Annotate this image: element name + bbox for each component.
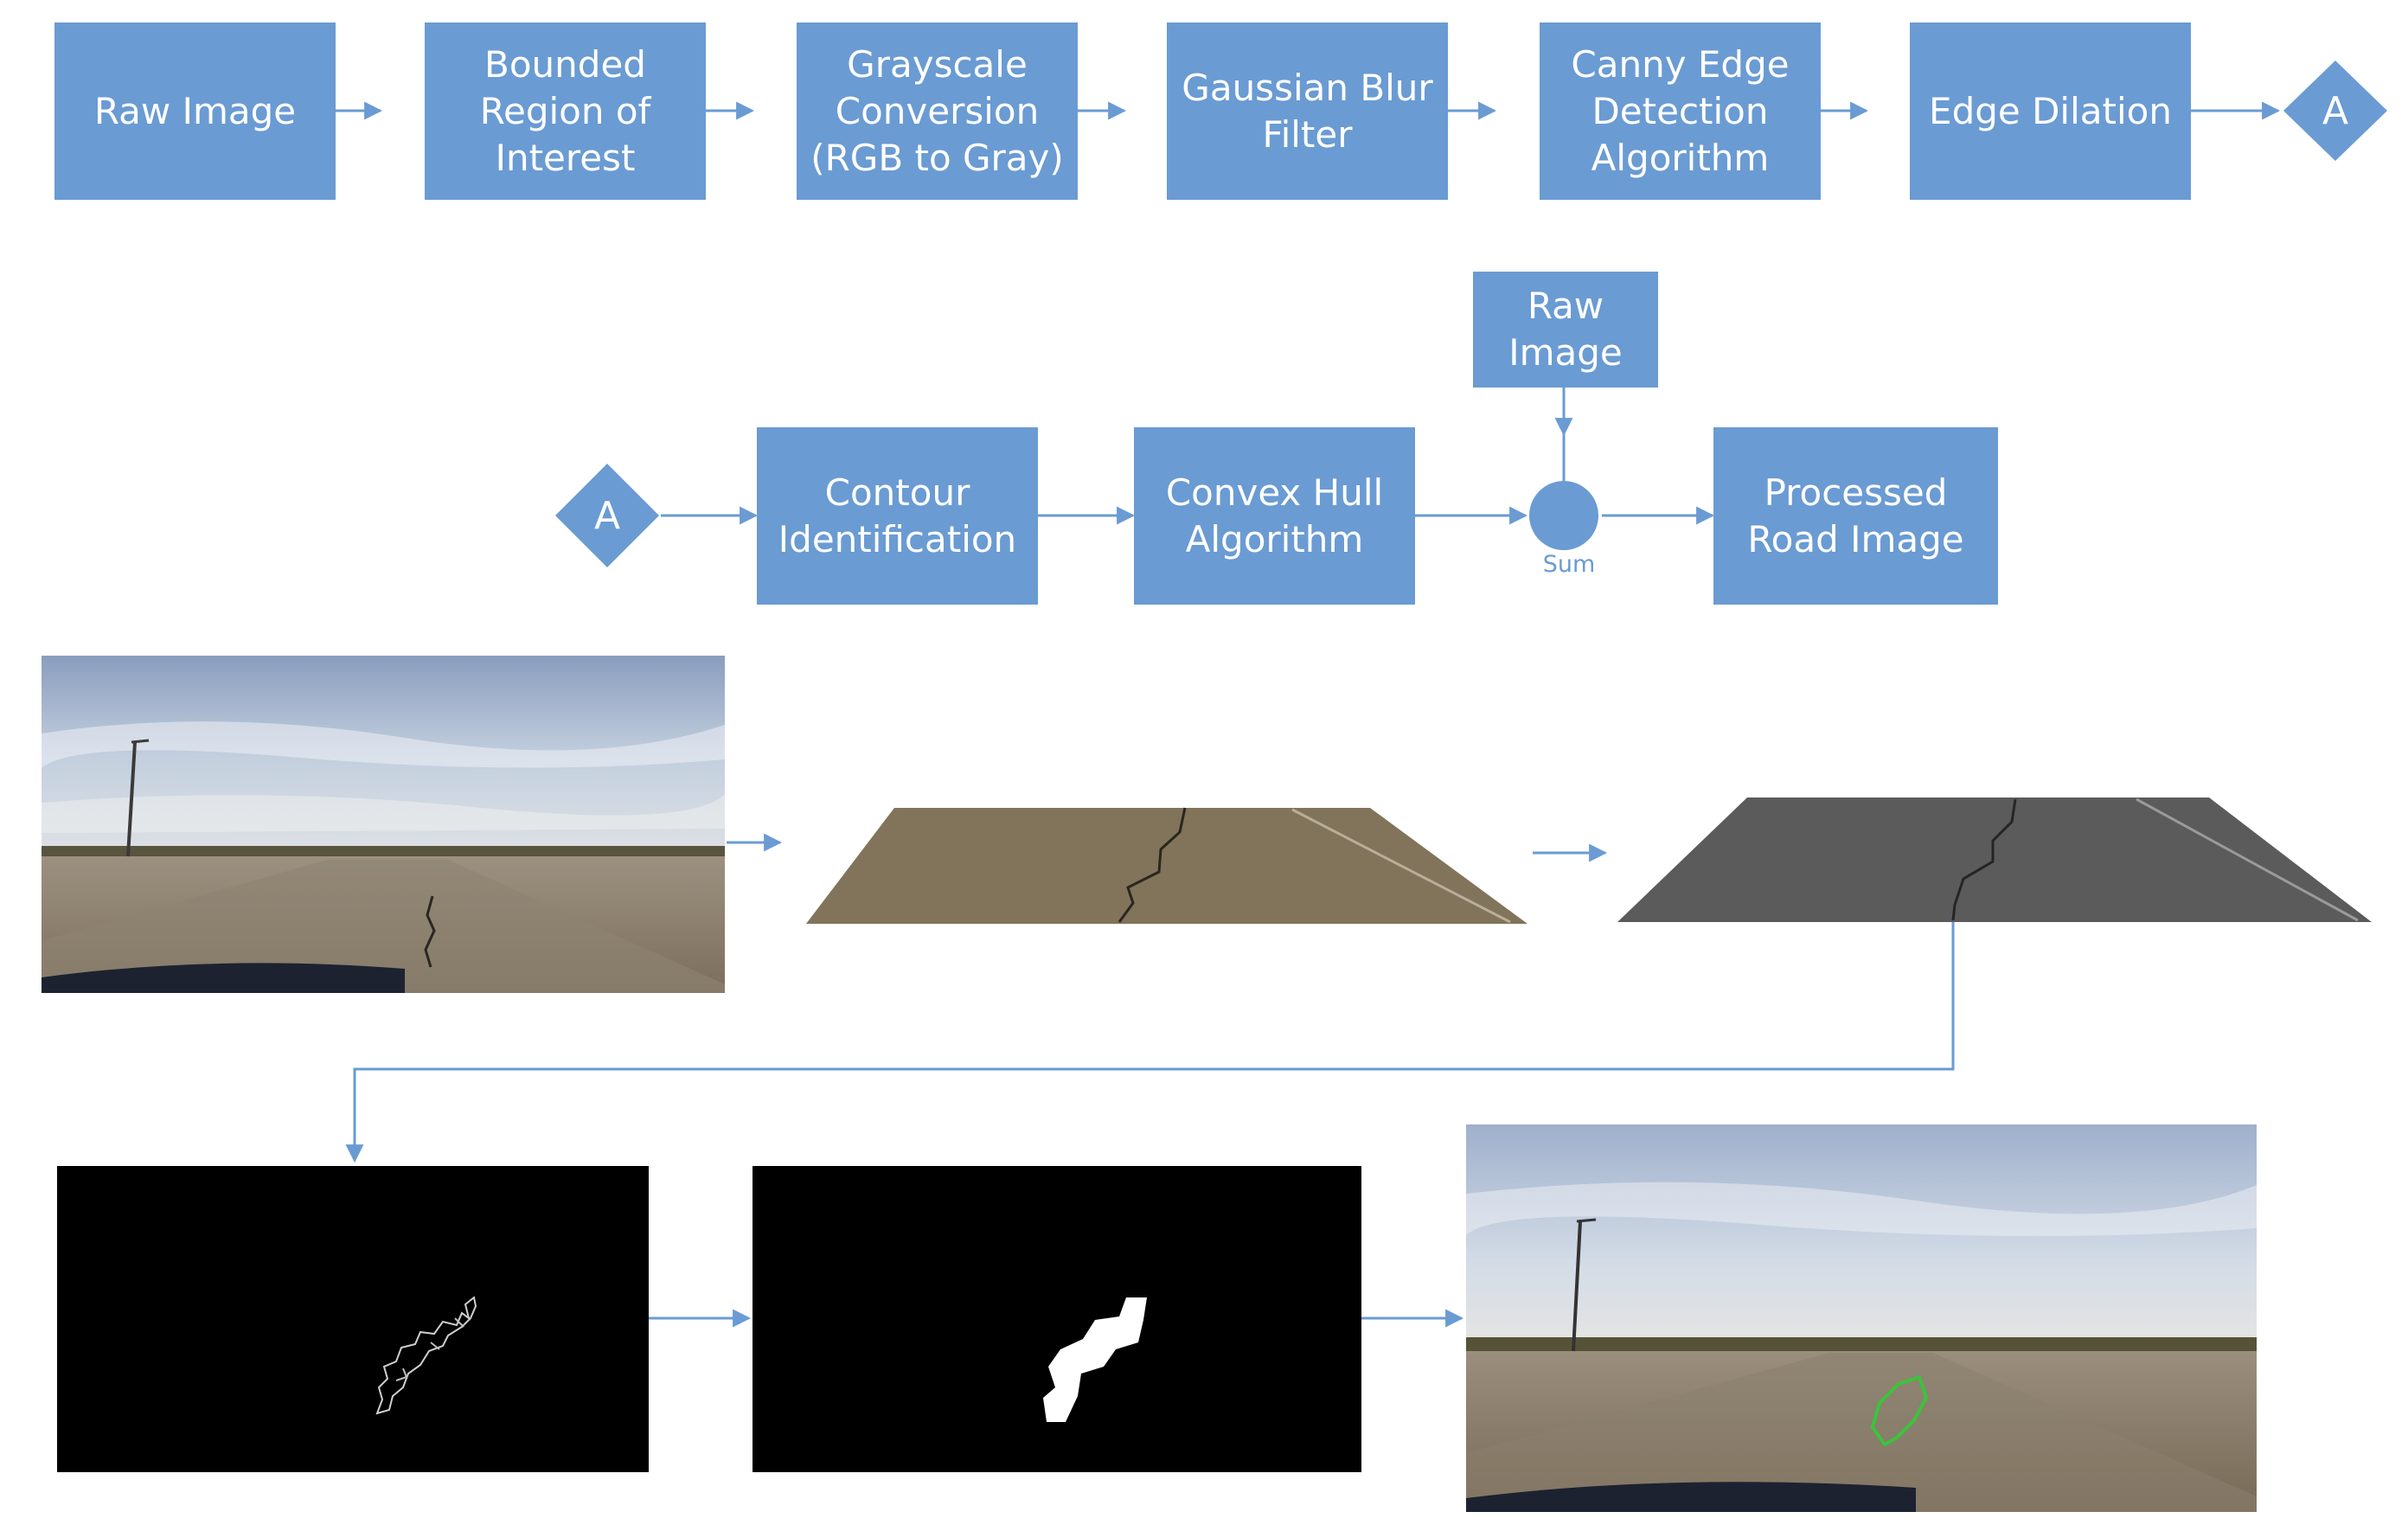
step-convex-hull: Convex Hull Algorithm <box>1134 427 1415 605</box>
grayscale-roi <box>1609 727 2379 969</box>
step-gaussian-blur: Gaussian Blur Filter <box>1167 22 1448 200</box>
final-detected-crack-photo <box>1466 1124 2257 1512</box>
connector-a-end-label: A <box>2322 89 2348 133</box>
connector-a-start: A <box>555 464 659 567</box>
arrow-photo3-to-edges <box>345 913 1955 1163</box>
connector-a-end: A <box>2283 61 2387 161</box>
step-grayscale: Grayscale Conversion (RGB to Gray) <box>797 22 1078 200</box>
connector-a-start-label: A <box>594 494 620 538</box>
bounded-roi-color <box>782 711 1533 970</box>
raw-road-photo <box>42 656 725 993</box>
step-processed-road-image: Processed Road Image <box>1713 427 1998 605</box>
step-contour-identification: Contour Identification <box>757 427 1038 605</box>
step-bounded-roi: Bounded Region of Interest <box>425 22 706 200</box>
step-edge-dilation: Edge Dilation <box>1910 22 2191 200</box>
sum-label: Sum <box>1542 551 1596 578</box>
dilated-mask-result <box>752 1166 1361 1472</box>
sum-node <box>1529 481 1598 550</box>
step-canny-edge: Canny Edge Detection Algorithm <box>1540 22 1821 200</box>
step-raw-image-input: Raw Image <box>1473 272 1658 388</box>
step-raw-image: Raw Image <box>54 22 336 200</box>
edge-detection-result <box>57 1166 649 1472</box>
detected-crack-outline <box>1870 1374 1929 1447</box>
